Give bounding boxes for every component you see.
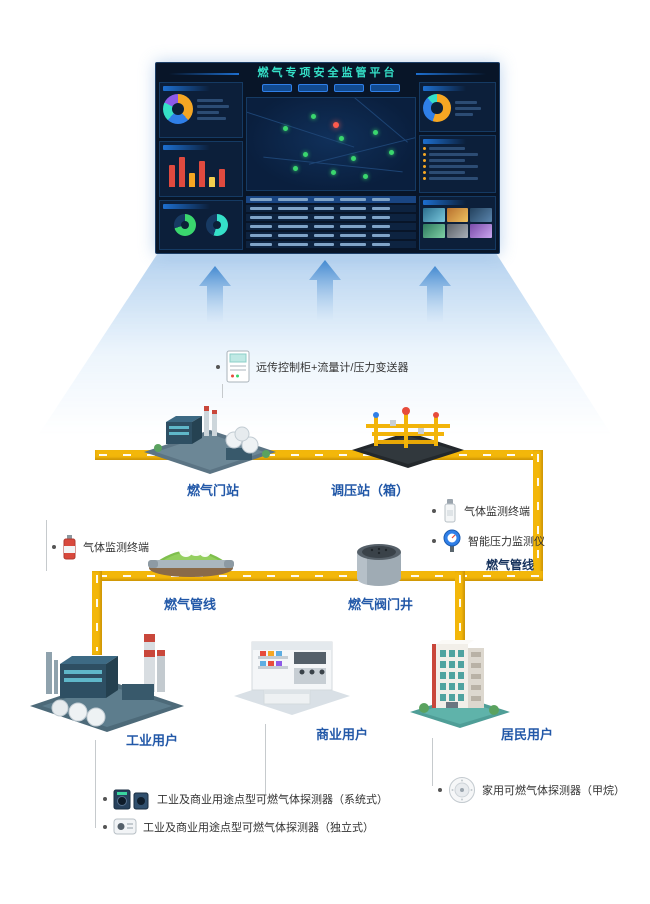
bullet-dot xyxy=(432,539,436,543)
residential-user-illustration xyxy=(410,640,510,728)
dashboard-panel-gauges xyxy=(159,200,243,250)
gas-pipeline-illustration xyxy=(148,538,234,577)
gas-terminal-annotation-left: 气体监测终端 xyxy=(52,532,149,562)
dashboard-map xyxy=(246,97,416,191)
detector-system-annotation: 工业及商业用途点型可燃气体探测器（系统式） xyxy=(103,786,388,812)
gas-canister-icon xyxy=(444,499,456,523)
dashboard-nav-button[interactable] xyxy=(370,84,400,92)
pipeline-left-vertical xyxy=(92,571,102,655)
pressure-gauge-icon xyxy=(443,529,461,552)
bullet-dot xyxy=(216,365,220,369)
gas-detector-standalone-icon xyxy=(113,818,137,835)
pipeline-middle-horizontal xyxy=(95,571,543,581)
gas-detector-system-icon xyxy=(113,789,149,810)
detector-standalone-label: 工业及商业用途点型可燃气体探测器（独立式） xyxy=(143,822,374,834)
dashboard-table xyxy=(246,194,416,250)
gate-station-illustration xyxy=(144,406,276,474)
connector-line xyxy=(432,738,433,786)
round-detector-icon xyxy=(449,777,475,803)
bullet-dot xyxy=(438,788,442,792)
dashboard-list xyxy=(419,135,496,193)
valve-well-illustration xyxy=(356,544,401,586)
gas-pipeline-label: 燃气管线 xyxy=(164,597,217,612)
connector-line xyxy=(95,740,96,828)
connector-line xyxy=(46,520,47,571)
panel-header-bar xyxy=(163,86,211,91)
bullet-dot xyxy=(52,545,56,549)
donut-chart xyxy=(163,94,193,124)
pipeline-right-vertical xyxy=(533,450,543,581)
dashboard-nav-button[interactable] xyxy=(298,84,328,92)
valve-well-label: 燃气阀门井 xyxy=(348,597,414,612)
industrial-user-illustration xyxy=(30,634,184,732)
home-detector-annotation: 家用可燃气体探测器（甲烷） xyxy=(438,776,625,804)
data-upload-arrows xyxy=(199,260,451,322)
home-detector-label: 家用可燃气体探测器（甲烷） xyxy=(482,785,625,797)
residential-user-label: 居民用户 xyxy=(501,727,554,742)
industrial-user-label: 工业用户 xyxy=(126,733,179,748)
up-arrow-icon xyxy=(309,260,341,320)
monitoring-dashboard-screen: 燃气专项安全监管平台 xyxy=(155,62,500,254)
gas-terminal-annotation-right: 气体监测终端 xyxy=(432,496,530,526)
bullet-dot xyxy=(103,797,107,801)
dashboard-panel-donut-right xyxy=(419,82,496,132)
dashboard-nav-button[interactable] xyxy=(262,84,292,92)
donut-chart xyxy=(174,214,196,236)
pipeline-top-horizontal xyxy=(95,450,543,460)
regulator-station-label: 调压站（箱） xyxy=(331,483,410,498)
connector-line xyxy=(222,384,223,398)
panel-header-bar xyxy=(163,145,211,150)
control-cabinet-icon xyxy=(226,350,250,383)
commercial-user-label: 商业用户 xyxy=(316,727,369,742)
connector-line xyxy=(265,724,266,794)
detector-system-label: 工业及商业用途点型可燃气体探测器（系统式） xyxy=(157,794,388,806)
donut-chart xyxy=(423,94,451,122)
panel-header-bar xyxy=(423,86,466,91)
bullet-dot xyxy=(432,509,436,513)
up-arrow-icon xyxy=(419,266,451,322)
dashboard-panel-bar-chart xyxy=(159,141,243,197)
panel-header-bar xyxy=(423,139,466,144)
dashboard-nav-button[interactable] xyxy=(334,84,364,92)
detector-standalone-annotation: 工业及商业用途点型可燃气体探测器（独立式） xyxy=(103,814,374,840)
up-arrow-icon xyxy=(199,266,231,322)
pressure-monitor-annotation: 智能压力监测仪 xyxy=(432,526,545,556)
gate-station-label: 燃气门站 xyxy=(187,483,240,498)
dashboard-nav xyxy=(246,82,416,94)
dashboard-camera-panel xyxy=(419,196,496,250)
donut-chart xyxy=(206,214,228,236)
gas-terminal-left-label: 气体监测终端 xyxy=(83,542,149,554)
commercial-user-illustration xyxy=(234,641,350,715)
dash-bar-chart xyxy=(163,153,239,187)
camera-thumbnails xyxy=(423,208,492,238)
pipeline-residential-vertical xyxy=(455,571,465,645)
panel-header-bar xyxy=(423,200,466,205)
remote-cabinet-annotation: 远传控制柜+流量计/压力变送器 xyxy=(216,348,408,386)
pipeline-right-label: 燃气管线 xyxy=(486,558,535,572)
gas-terminal-right-label: 气体监测终端 xyxy=(464,506,530,518)
gas-canister-red-icon xyxy=(63,534,76,559)
pressure-monitor-label: 智能压力监测仪 xyxy=(468,536,545,548)
dashboard-panel-donut-left xyxy=(159,82,243,138)
dashboard-title: 燃气专项安全监管平台 xyxy=(159,66,496,82)
panel-header-bar xyxy=(163,204,211,209)
bullet-dot xyxy=(103,825,107,829)
remote-cabinet-label: 远传控制柜+流量计/压力变送器 xyxy=(256,362,409,374)
regulator-station-illustration xyxy=(352,407,464,468)
